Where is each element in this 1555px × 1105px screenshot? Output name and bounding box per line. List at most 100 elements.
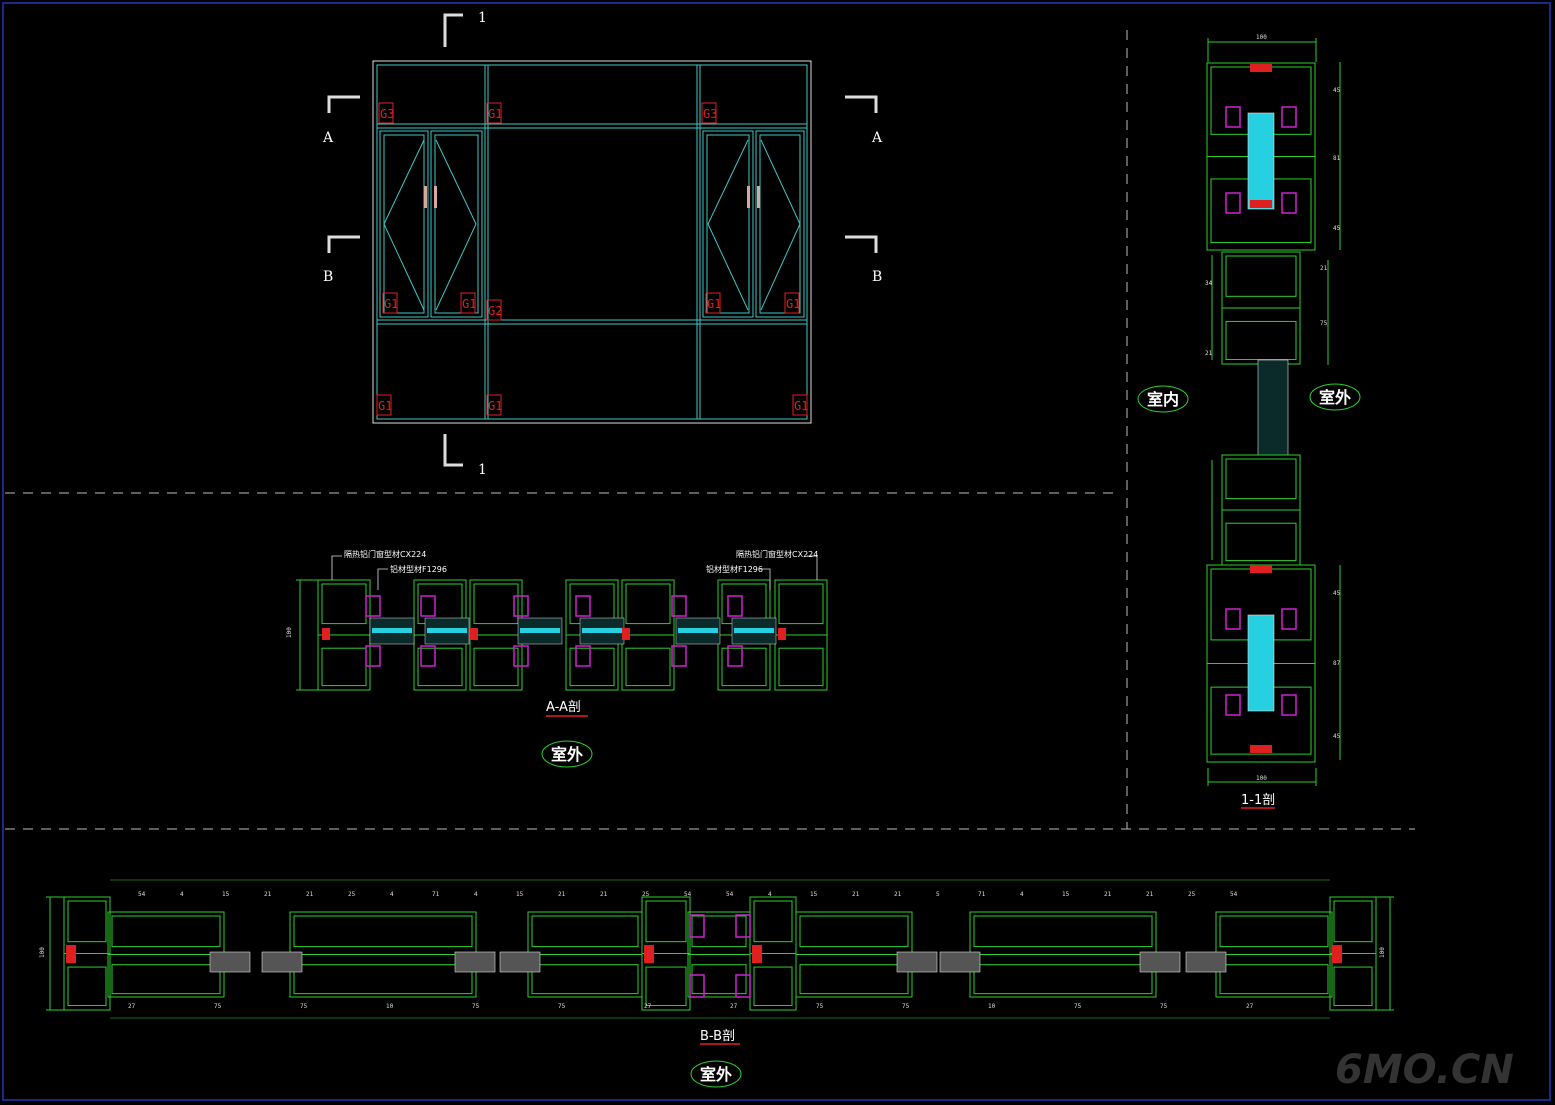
gasket bbox=[727, 595, 743, 617]
bb-top-dim: 25 bbox=[1188, 891, 1196, 898]
gasket bbox=[575, 595, 591, 617]
bb-top-dim: 15 bbox=[516, 891, 524, 898]
bb-bottom-dim: 75 bbox=[558, 1003, 566, 1010]
gasket bbox=[1281, 106, 1297, 128]
mark-a-left: A bbox=[322, 130, 334, 146]
glass-tag-box bbox=[486, 102, 502, 124]
gasket bbox=[575, 645, 591, 667]
glass-tag-g-bot-mid: G1 bbox=[488, 399, 502, 413]
bb-profile-4 bbox=[641, 896, 691, 1011]
bb-top-dim: 25 bbox=[642, 891, 650, 898]
glass-tag-g-top-mid: G1 bbox=[488, 107, 502, 121]
bb-glass-edge bbox=[209, 951, 251, 973]
glass-tag-box bbox=[460, 292, 476, 314]
gasket bbox=[735, 974, 751, 998]
mark-b-left: B bbox=[323, 269, 333, 285]
glass-tag-g-sash-2: G1 bbox=[462, 297, 476, 311]
handles bbox=[424, 186, 760, 208]
glass-tag-box bbox=[376, 394, 392, 416]
bb-profile-3 bbox=[527, 911, 643, 998]
gasket bbox=[1281, 608, 1297, 630]
aa-callout-right-top: 隔热铝门窗型材CX224 bbox=[736, 549, 818, 559]
gasket bbox=[365, 595, 381, 617]
mark-1-bottom: 1 bbox=[478, 462, 487, 478]
bb-dim-height-left: 100 bbox=[39, 947, 46, 958]
glass-tag-g-bot-right: G1 bbox=[794, 399, 808, 413]
section-11: 100 100 45 81 45 21 34 75 21 45 87 45 1-… bbox=[1205, 34, 1341, 809]
bb-top-dim: 21 bbox=[894, 891, 902, 898]
mark-a-right: A bbox=[871, 130, 883, 146]
glass-tag-g-center: G2 bbox=[488, 304, 502, 318]
s11-sash-lower bbox=[1221, 454, 1301, 566]
gasket bbox=[365, 645, 381, 667]
s11-dim-bottom: 100 bbox=[1256, 775, 1267, 782]
glass-tag-g-top-right: G3 bbox=[703, 107, 717, 121]
watermark: 6MO.CN bbox=[1335, 1047, 1514, 1093]
dashed-separators bbox=[5, 30, 1415, 830]
s11-sash-upper bbox=[1221, 251, 1301, 365]
bb-top-dim: 4 bbox=[474, 891, 478, 898]
bb-profile-8 bbox=[969, 911, 1157, 998]
s11-glass-pane bbox=[1247, 614, 1275, 712]
svg-text:87: 87 bbox=[1333, 660, 1341, 667]
bb-top-dim: 4 bbox=[1020, 891, 1024, 898]
bb-top-dim: 71 bbox=[978, 891, 986, 898]
glass-tag-g-sash-1: G1 bbox=[384, 297, 398, 311]
bb-top-dim: 4 bbox=[768, 891, 772, 898]
svg-text:21: 21 bbox=[1205, 350, 1213, 357]
s11-inside-label: 室内 bbox=[1147, 390, 1179, 409]
window-elevation bbox=[372, 60, 812, 424]
gasket bbox=[1281, 192, 1297, 214]
aa-outside-bubble bbox=[541, 740, 593, 768]
bb-bottom-dim: 75 bbox=[816, 1003, 824, 1010]
bb-top-dim: 54 bbox=[684, 891, 692, 898]
bb-bottom-dim: 27 bbox=[644, 1003, 652, 1010]
bb-top-dim: 4 bbox=[390, 891, 394, 898]
bb-top-dim: 54 bbox=[138, 891, 146, 898]
bb-bottom-dim: 75 bbox=[300, 1003, 308, 1010]
gasket bbox=[1225, 192, 1241, 214]
gasket bbox=[513, 645, 529, 667]
svg-text:45: 45 bbox=[1333, 225, 1341, 232]
bb-glass-edge bbox=[261, 951, 303, 973]
bb-top-dim: 25 bbox=[348, 891, 356, 898]
glass-tag-box bbox=[378, 102, 394, 124]
gasket bbox=[1225, 608, 1241, 630]
bb-top-dim: 21 bbox=[306, 891, 314, 898]
section-aa: 100 隔热铝门窗型材CX224 铝材型材F1296 隔热铝门窗型材CX224 … bbox=[286, 549, 828, 717]
handle-4 bbox=[757, 186, 760, 208]
bb-glass-edge bbox=[1139, 951, 1181, 973]
mark-b-right: B bbox=[872, 269, 882, 285]
bb-bottom-dim: 75 bbox=[214, 1003, 222, 1010]
s11-outside-label: 室外 bbox=[1319, 388, 1351, 407]
bb-outside-label: 室外 bbox=[700, 1065, 732, 1084]
gasket bbox=[671, 595, 687, 617]
svg-text:45: 45 bbox=[1333, 733, 1341, 740]
sash-1 bbox=[379, 130, 429, 318]
glass-tag-g-top-left: G3 bbox=[380, 107, 394, 121]
bb-top-dim: 21 bbox=[1104, 891, 1112, 898]
bb-top-dim: 71 bbox=[432, 891, 440, 898]
bb-bottom-dim: 27 bbox=[1246, 1003, 1254, 1010]
aa-callout-left-sub: 铝材型材F1296 bbox=[390, 564, 447, 574]
bb-top-dim: 21 bbox=[852, 891, 860, 898]
bb-glass-edge bbox=[939, 951, 981, 973]
aa-callout-right-sub: 铝材型材F1296 bbox=[706, 564, 763, 574]
bb-top-dim: 21 bbox=[1146, 891, 1154, 898]
gasket bbox=[1225, 106, 1241, 128]
sash-4 bbox=[755, 130, 805, 318]
gasket bbox=[671, 645, 687, 667]
section-marks bbox=[327, 13, 878, 467]
bb-top-dim: 15 bbox=[222, 891, 230, 898]
bb-bottom-dim: 27 bbox=[730, 1003, 738, 1010]
s11-glass-pane bbox=[1247, 112, 1275, 210]
glass-tag-box bbox=[705, 292, 721, 314]
gasket bbox=[689, 914, 705, 938]
glass-tag-box bbox=[701, 102, 717, 124]
aa-callout-left-top: 隔热铝门窗型材CX224 bbox=[344, 549, 426, 559]
gasket bbox=[420, 595, 436, 617]
gasket bbox=[689, 974, 705, 998]
bb-top-dim: 54 bbox=[726, 891, 734, 898]
